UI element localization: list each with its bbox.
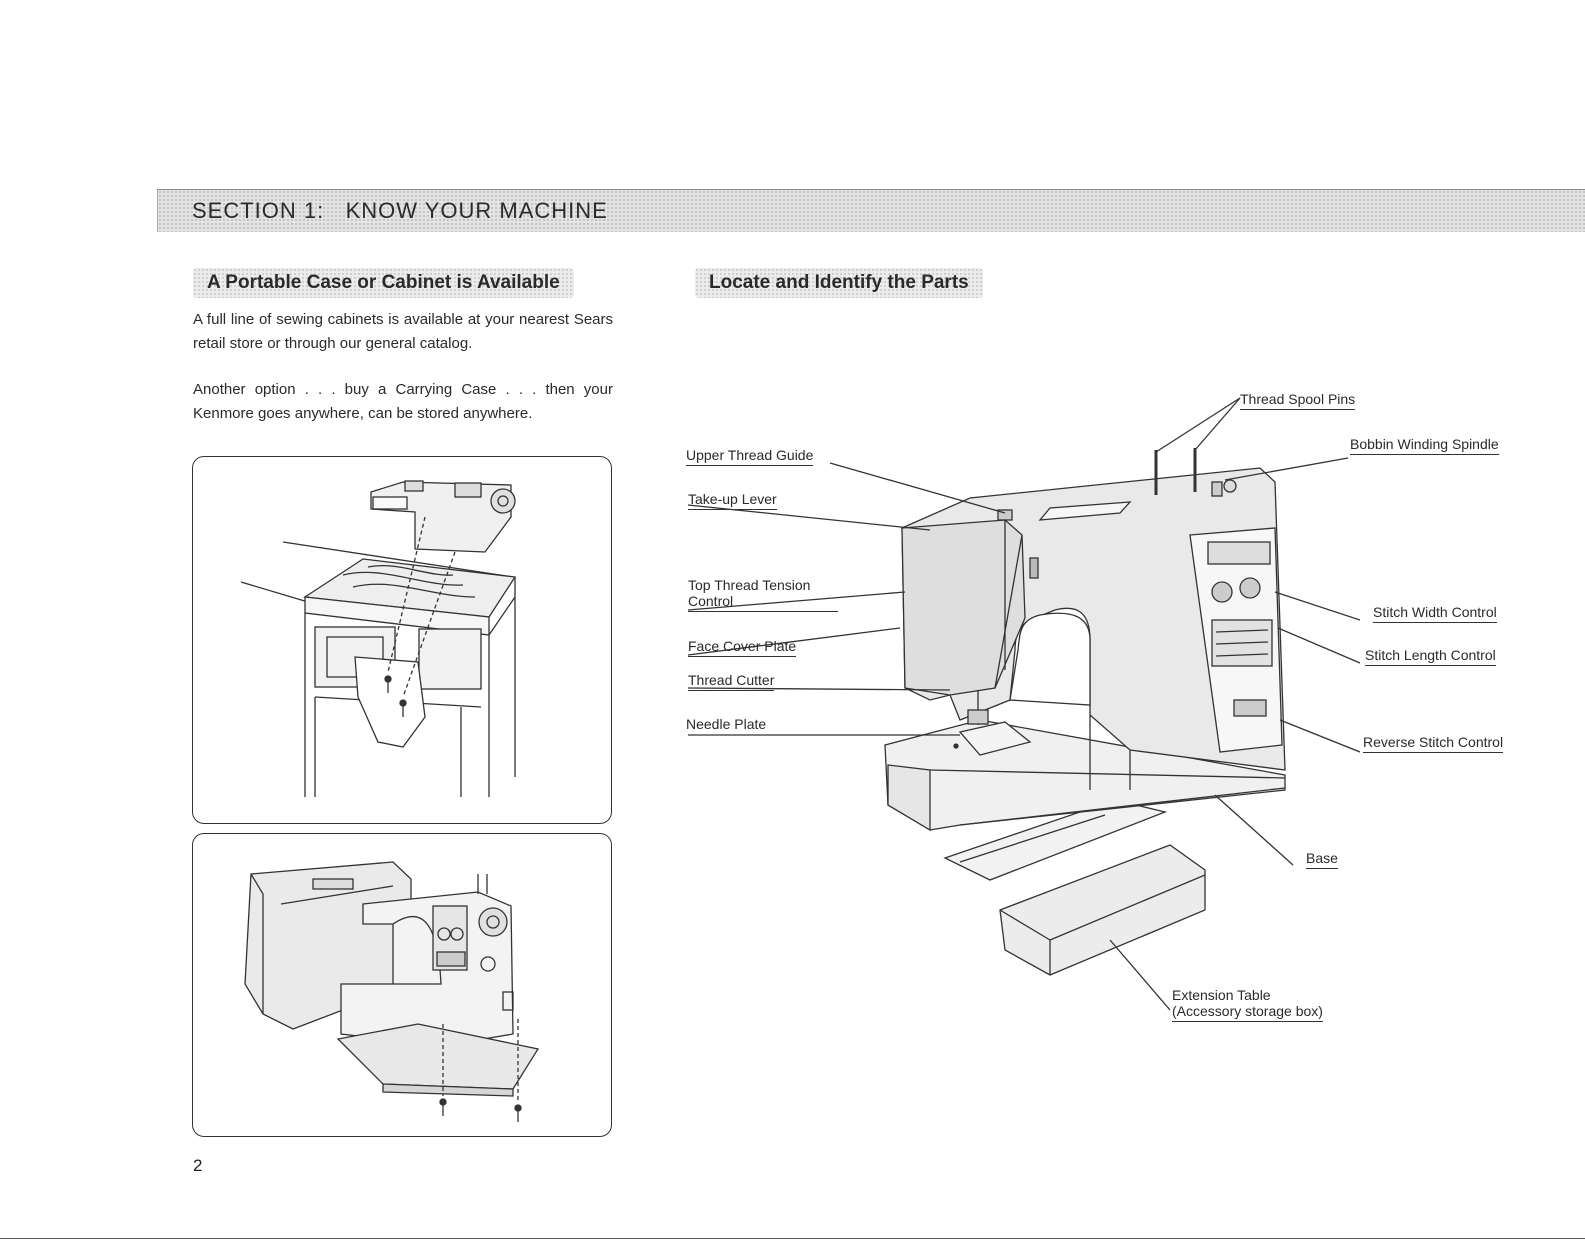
illustration-carrying-case-panel — [192, 833, 612, 1137]
section-title: SECTION 1: KNOW YOUR MACHINE — [192, 198, 608, 223]
label-thread-spool-pins: Thread Spool Pins — [1240, 391, 1356, 410]
illustration-cabinet-panel — [192, 456, 612, 824]
label-face-cover-plate: Face Cover Plate — [688, 638, 797, 657]
sewing-machine-diagram — [687, 397, 1360, 1011]
label-bobbin-winding-spindle: Bobbin Winding Spindle — [1350, 436, 1499, 455]
heading-portable-case: A Portable Case or Cabinet is Available — [193, 268, 574, 298]
label-extension-table: Extension Table — [1172, 987, 1271, 1003]
label-stitch-width-control: Stitch Width Control — [1373, 604, 1497, 623]
heading-locate-parts: Locate and Identify the Parts — [695, 268, 983, 298]
label-top-thread-tension-control: Top Thread Tension Control — [688, 577, 838, 612]
label-base: Base — [1306, 850, 1338, 869]
label-take-up-lever: Take-up Lever — [688, 491, 777, 510]
page-number: 2 — [193, 1156, 203, 1175]
label-upper-thread-guide: Upper Thread Guide — [686, 447, 814, 466]
label-stitch-length-control: Stitch Length Control — [1365, 647, 1496, 666]
bottom-rule — [0, 1238, 1585, 1239]
section-banner: SECTION 1: KNOW YOUR MACHINE — [157, 189, 1585, 232]
cabinet-illustration — [240, 480, 517, 797]
label-thread-cutter: Thread Cutter — [688, 672, 775, 691]
paragraph-carrying-case: Another option . . . buy a Carrying Case… — [193, 381, 613, 422]
paragraph-cabinets: A full line of sewing cabinets is availa… — [193, 311, 613, 352]
label-reverse-stitch-control: Reverse Stitch Control — [1363, 734, 1504, 753]
label-needle-plate: Needle Plate — [686, 716, 767, 732]
carrying-case-illustration — [244, 861, 540, 1122]
label-accessory-storage-box: (Accessory storage box) — [1172, 1003, 1323, 1022]
